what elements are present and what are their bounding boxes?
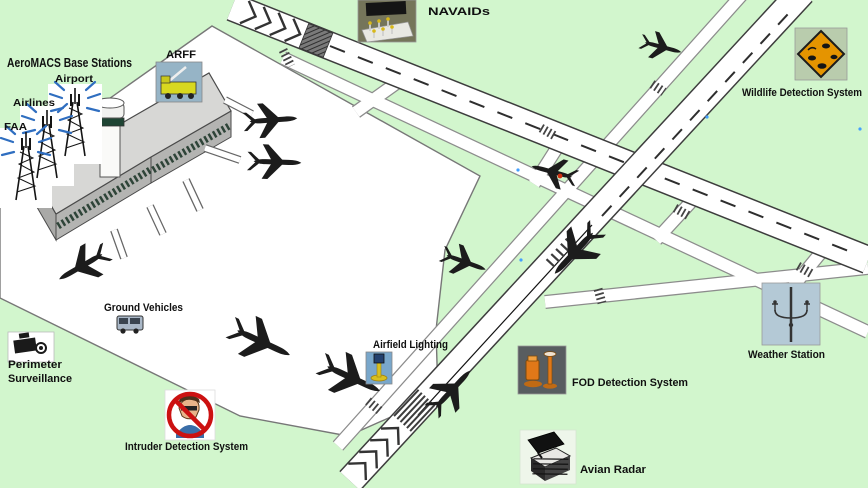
terminal-building: [33, 72, 254, 260]
wildlife-label: Wildlife Detection System: [742, 87, 862, 99]
navaids: NAVAIDs: [357, 0, 490, 43]
station-label-airport: Airport: [55, 73, 94, 85]
perimeter-surveillance: Perimeter Surveillance: [7, 331, 72, 385]
surveillance-camera-icon: [7, 331, 55, 363]
no-intruder-icon: [164, 389, 216, 441]
navaids-icon: [357, 0, 417, 43]
fod-detection: FOD Detection System: [517, 345, 688, 395]
runway-b-centerline-dashed: [601, 13, 789, 217]
intruder-detection: Intruder Detection System: [125, 389, 248, 453]
aeromacs-base-stations: AeroMACS Base Stations Airport Airlines …: [0, 56, 132, 208]
runway-a-threshold: [239, 0, 334, 58]
field-markers: [516, 115, 862, 262]
airfield-lighting: Airfield Lighting: [365, 339, 448, 385]
fod-sensor-icon: [517, 345, 567, 395]
perimeter-label-line1: Perimeter: [8, 359, 63, 371]
control-tower: [95, 97, 125, 178]
weather-station-icon: [761, 282, 821, 346]
runway-b: [339, 0, 813, 488]
wildlife-sign-icon: [794, 27, 848, 81]
jet-bridges: [110, 96, 254, 260]
avian-radar: Avian Radar: [519, 429, 647, 485]
station-label-airlines: Airlines: [13, 97, 55, 109]
avian-radar-label: Avian Radar: [580, 464, 647, 476]
arff-label: ARFF: [166, 49, 196, 61]
runway-a-centerline: [329, 45, 857, 255]
ground-vehicles-label: Ground Vehicles: [104, 302, 183, 314]
weather-station: Weather Station: [748, 282, 825, 361]
station-label-faa: FAA: [4, 121, 27, 133]
aeromacs-title: AeroMACS Base Stations: [7, 56, 132, 70]
hold-position-marks: [278, 47, 815, 415]
navaids-label: NAVAIDs: [428, 6, 490, 18]
arff: ARFF: [155, 49, 203, 103]
runway-b-displaced-marks: [545, 237, 575, 268]
wildlife-detection: Wildlife Detection System: [742, 27, 862, 99]
avian-radar-icon: [519, 429, 577, 485]
ground-vehicle-icon: [116, 315, 144, 334]
ground-vehicles: Ground Vehicles: [104, 302, 183, 334]
terminal-roof: [33, 72, 232, 215]
airfield-light-icon: [365, 351, 393, 385]
fod-label: FOD Detection System: [572, 377, 688, 389]
perimeter-label-line2: Surveillance: [8, 373, 72, 385]
arff-truck-icon: [155, 61, 203, 103]
airfield-lighting-label: Airfield Lighting: [373, 339, 448, 351]
intruder-label: Intruder Detection System: [125, 441, 248, 453]
weather-label: Weather Station: [748, 349, 825, 361]
runway-b-threshold: [348, 389, 436, 481]
